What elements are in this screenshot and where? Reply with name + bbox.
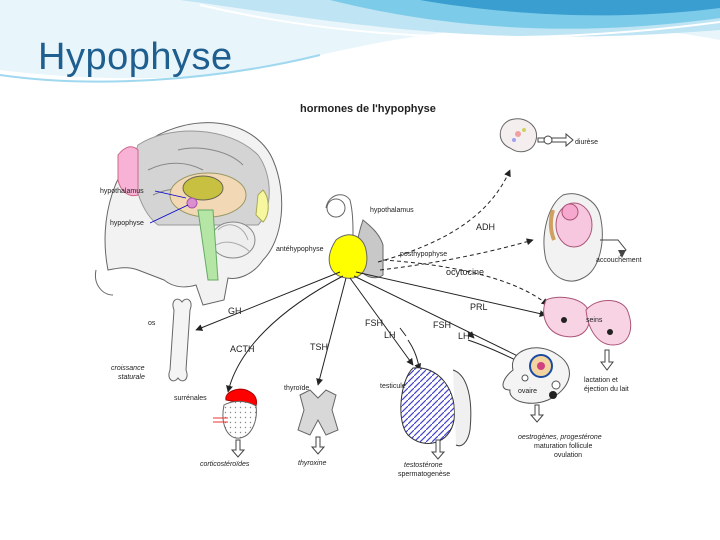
- accouchement-label: accouchement: [596, 257, 642, 264]
- hypothalamus-left-label: hypothalamus: [100, 188, 144, 195]
- corticosteroides-label: corticostéroïdes: [200, 461, 250, 468]
- gh-label: GH: [228, 306, 242, 316]
- hypothalamus-label: hypothalamus: [370, 207, 414, 214]
- adrenal-illustration: surrénales corticostéroïdes: [174, 388, 257, 468]
- dashed-arrows: [377, 169, 549, 306]
- ovaire-label: ovaire: [518, 388, 537, 395]
- hypophyse-left-label: hypophyse: [110, 220, 144, 227]
- thyroide-label: thyroïde: [284, 385, 309, 392]
- spermatogenese-label: spermatogenèse: [398, 471, 450, 478]
- lactation-line1-label: lactation et: [584, 377, 618, 384]
- breasts-illustration: seins lactation et éjection du lait: [543, 296, 632, 393]
- antehypophyse-label: antéhypophyse: [276, 246, 324, 253]
- solid-arrows: [195, 271, 547, 393]
- uterus-illustration: accouchement: [543, 193, 642, 282]
- testis-illustration: testicule testostérone spermatogenèse: [380, 367, 472, 478]
- bone-illustration: os croissance staturale: [111, 298, 192, 382]
- croissance-line2-label: staturale: [118, 374, 145, 381]
- adh-label: ADH: [476, 222, 495, 232]
- acth-label: ACTH: [230, 344, 255, 354]
- hypophyse-diagram: hormones de l'hypophyse hypothalamus hyp…: [94, 103, 642, 478]
- seins-label: seins: [586, 317, 603, 324]
- maturation-label: maturation follicule: [534, 443, 592, 450]
- os-label: os: [148, 320, 156, 327]
- pituitary-gland: hypothalamus antéhypophyse posthypophyse: [276, 194, 447, 279]
- fsh2-label: FSH: [433, 320, 451, 330]
- ovulation-label: ovulation: [554, 452, 582, 459]
- ovary-illustration: ovaire oestrogènes, progestérone maturat…: [502, 347, 602, 459]
- lh2-label: LH: [458, 331, 470, 341]
- thyroxine-label: thyroxine: [298, 460, 327, 467]
- fsh1-label: FSH: [365, 318, 383, 328]
- header-swoosh: [0, 0, 720, 83]
- testosterone-label: testostérone: [404, 462, 443, 469]
- slide-title: Hypophyse: [38, 36, 233, 78]
- tsh-label: TSH: [310, 342, 328, 352]
- kidney-illustration: diurèse: [499, 118, 598, 153]
- diurese-label: diurèse: [575, 139, 598, 146]
- lh1-label: LH: [384, 330, 396, 340]
- oestrogenes-label: oestrogènes, progestérone: [518, 434, 602, 441]
- posthypophyse-label: posthypophyse: [400, 251, 447, 258]
- brain-illustration: hypothalamus hypophyse: [94, 122, 283, 306]
- surrenales-label: surrénales: [174, 395, 207, 402]
- prl-label: PRL: [470, 302, 488, 312]
- thyroid-illustration: thyroïde thyroxine: [284, 385, 339, 467]
- croissance-line1-label: croissance: [111, 365, 145, 372]
- lactation-line2-label: éjection du lait: [584, 386, 629, 393]
- ocytocine-label: ocytocine: [446, 267, 484, 277]
- testicule-label: testicule: [380, 383, 406, 390]
- diagram-title: hormones de l'hypophyse: [300, 103, 436, 115]
